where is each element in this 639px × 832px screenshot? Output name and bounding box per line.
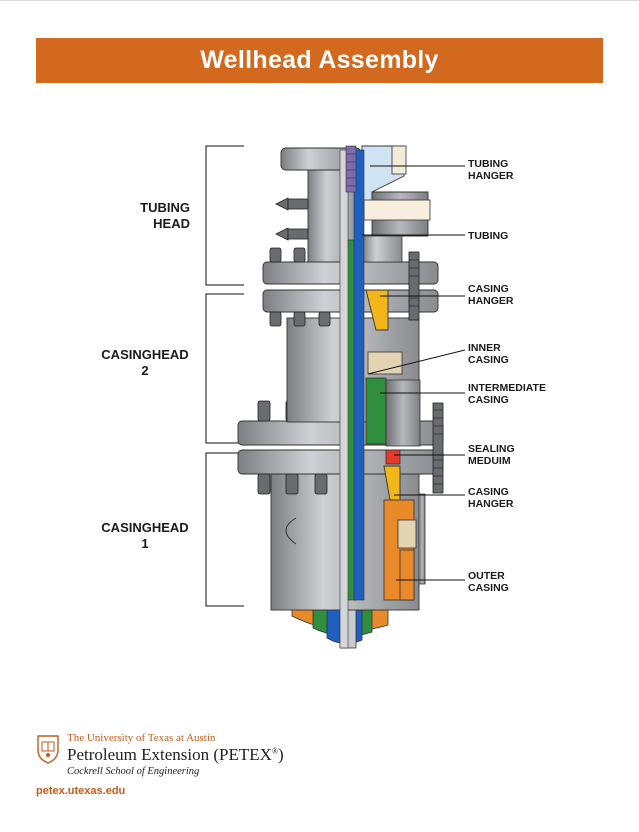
title-banner: Wellhead Assembly (36, 38, 603, 83)
label-tubing-head: TUBING HEAD (140, 200, 190, 231)
tubing-core (339, 149, 349, 649)
label-casinghead-1: CASINGHEAD 1 (101, 520, 189, 551)
callout-casing-hanger-lower: CASING HANGER (468, 486, 514, 510)
tubing-string-blue (353, 149, 365, 601)
ut-seal-icon (37, 735, 59, 764)
program-name: Petroleum Extension (PETEX®) (67, 745, 284, 764)
callout-inner-casing: INNER CASING (468, 342, 509, 366)
top-rule (0, 0, 639, 1)
section-brackets (205, 145, 244, 607)
sealing-medium-part (385, 449, 401, 465)
bracket-casinghead-1 (205, 452, 244, 607)
callout-tubing-hanger: TUBING HANGER (468, 158, 514, 182)
callout-tubing: TUBING (468, 230, 509, 242)
leader-inner-casing (367, 349, 466, 375)
footer: The University of Texas at Austin Petrol… (36, 730, 356, 810)
leader-lines (362, 165, 466, 581)
intermediate-casing-part (365, 377, 387, 445)
callout-casing-hanger-upper: CASING HANGER (468, 283, 514, 307)
casing-hanger-upper-part (365, 289, 389, 331)
bracket-tubing-head (205, 145, 244, 286)
callout-sealing-medium: SEALING MEDUIM (468, 443, 515, 467)
label-casinghead-2: CASINGHEAD 2 (101, 347, 189, 378)
school-name: Cockrell School of Engineering (67, 766, 200, 777)
cutaway-section (361, 145, 431, 601)
tubing-string (339, 145, 365, 649)
bracket-casinghead-2 (205, 293, 244, 444)
university-name: The University of Texas at Austin (67, 732, 216, 744)
callout-outer-casing: OUTER CASING (468, 570, 509, 594)
page-title: Wellhead Assembly (200, 46, 439, 74)
callout-intermediate-casing: INTERMEDIATE CASING (468, 382, 546, 406)
website-link[interactable]: petex.utexas.edu (36, 785, 126, 797)
